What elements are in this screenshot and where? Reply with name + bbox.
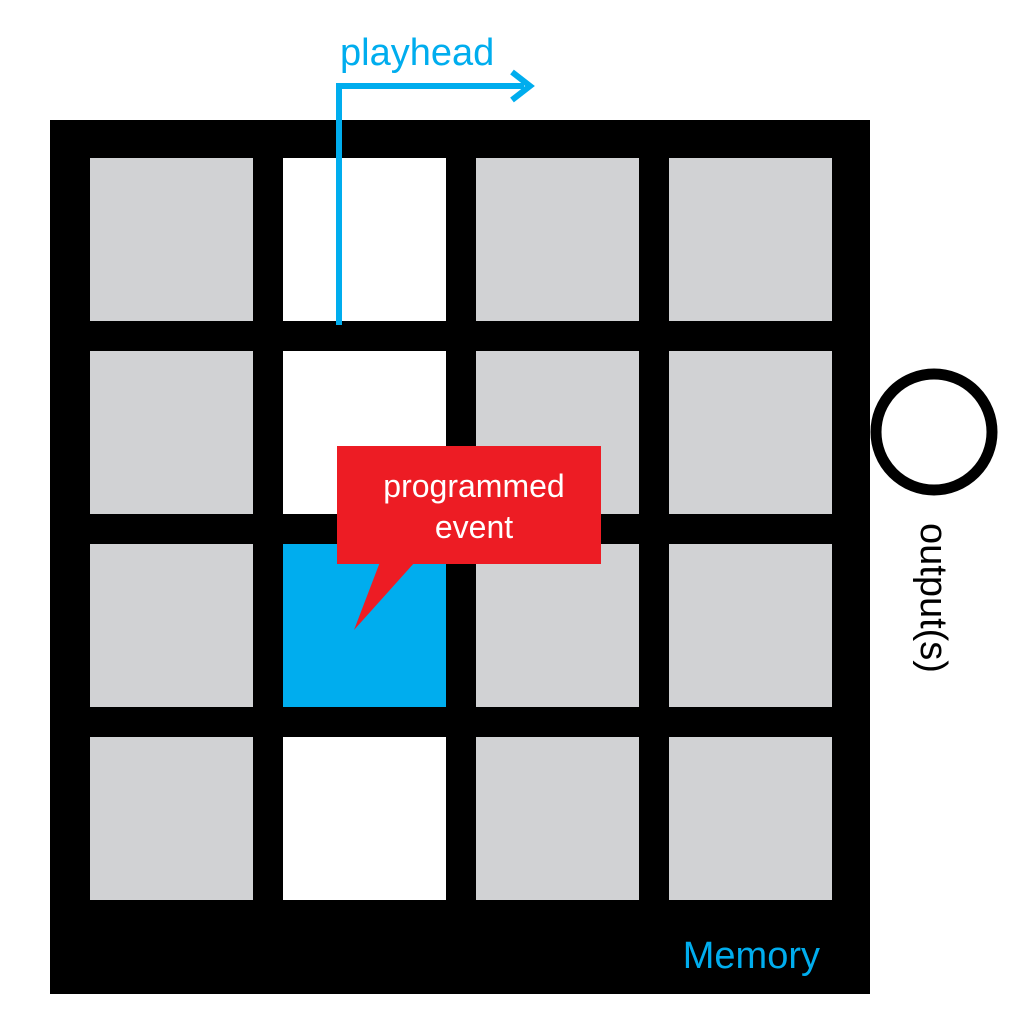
grid-cell-r4-c4-idle <box>669 737 832 900</box>
grid-cell-r1-c1-idle <box>90 158 253 321</box>
grid-cell-r4-c3-idle <box>476 737 639 900</box>
outputs-label: output(s) <box>912 523 954 673</box>
callout-pointer <box>354 562 415 630</box>
grid-cell-r3-c2-event <box>283 544 446 707</box>
playhead-marker <box>336 69 535 325</box>
memory-label: Memory <box>683 935 820 977</box>
grid-cell-r3-c1-idle <box>90 544 253 707</box>
grid-cell-r1-c2-active <box>283 158 446 321</box>
callout-text-line2: event <box>435 509 513 545</box>
playhead-arrow-icon <box>510 69 535 103</box>
output-jack-icon <box>870 368 998 496</box>
grid-cell-r3-c3-idle <box>476 544 639 707</box>
grid-cell-r1-c3-idle <box>476 158 639 321</box>
grid-cell-r2-c1-idle <box>90 351 253 514</box>
programmed-event-callout: programmed event <box>337 446 601 630</box>
callout-text-line1: programmed <box>383 468 564 504</box>
grid-cell-r3-c4-idle <box>669 544 832 707</box>
grid-cell-r4-c2-active <box>283 737 446 900</box>
playhead-label: playhead <box>340 32 494 74</box>
callout-box <box>337 446 601 564</box>
grid-cell-r2-c4-idle <box>669 351 832 514</box>
playhead-line <box>336 83 524 325</box>
grid-cell-r1-c4-idle <box>669 158 832 321</box>
grid-cell-r4-c1-idle <box>90 737 253 900</box>
